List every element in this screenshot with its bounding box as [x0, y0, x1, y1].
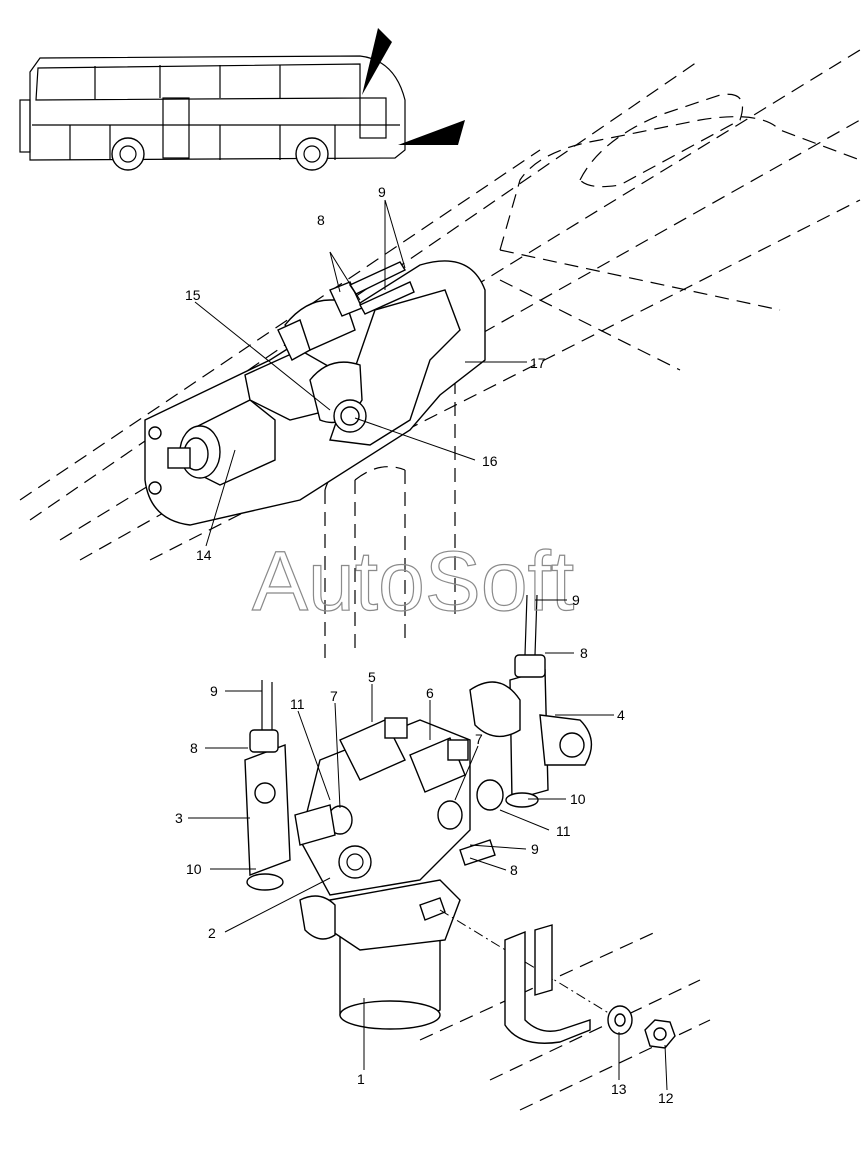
bus-body: [29, 55, 406, 161]
bus-rear-wheel: [111, 137, 145, 171]
callout-10: 10: [570, 791, 586, 807]
callout-7: 7: [475, 731, 483, 747]
watermark-text: AutoSoft: [252, 534, 574, 628]
leader-lines: [188, 199, 668, 1091]
connector-plug: [167, 447, 191, 469]
pipe-upper-2: [359, 281, 415, 315]
solenoid-6: [409, 737, 469, 793]
bracket-bolt-icon-2: [148, 481, 162, 495]
callout-1: 1: [357, 1071, 365, 1087]
lower-valve-assembly: [244, 594, 676, 1049]
callout-17: 17: [530, 355, 546, 371]
callout-9: 9: [572, 592, 580, 608]
bus-front-wheel: [295, 137, 329, 171]
callout-3: 3: [175, 810, 183, 826]
fittings-row: [294, 779, 504, 879]
callout-2: 2: [208, 925, 216, 941]
callout-labels: 1 2 3 4 5 6 7 7 8 8 8 8 9 9 9 9 10 10 11…: [175, 184, 674, 1106]
callout-9: 9: [378, 184, 386, 200]
callout-11: 11: [556, 823, 571, 839]
valve-body-left: [244, 680, 291, 891]
bus-locator-illustration: [19, 28, 465, 171]
upper-valve-assembly: [144, 260, 486, 526]
callout-8: 8: [510, 862, 518, 878]
callout-6: 6: [426, 685, 434, 701]
callout-15: 15: [185, 287, 201, 303]
side-port: [299, 895, 336, 940]
callout-7: 7: [330, 688, 338, 704]
callout-16: 16: [482, 453, 498, 469]
callout-5: 5: [368, 669, 376, 685]
callout-13: 13: [611, 1081, 627, 1097]
valve-body-right: [469, 594, 593, 808]
bus-window-band: [35, 63, 361, 101]
locator-arrow-icon: [362, 28, 392, 95]
bus-door: [162, 97, 190, 159]
callout-14: 14: [196, 547, 212, 563]
callout-8: 8: [580, 645, 588, 661]
locator-arrow-icon-2: [398, 120, 465, 145]
nut-12: [644, 1019, 676, 1049]
callout-11: 11: [290, 696, 305, 712]
bus-front-door: [359, 97, 387, 139]
callout-9: 9: [531, 841, 539, 857]
bracket-bolt-icon: [148, 426, 162, 440]
washer-13: [607, 1005, 633, 1035]
callout-4: 4: [617, 707, 625, 723]
callout-12: 12: [658, 1090, 674, 1106]
callout-10: 10: [186, 861, 202, 877]
callout-8: 8: [190, 740, 198, 756]
callout-9: 9: [210, 683, 218, 699]
solenoid-5: [339, 717, 408, 781]
mount-bolt: [419, 897, 446, 921]
solenoid-body: [167, 399, 276, 486]
callout-8: 8: [317, 212, 325, 228]
mounting-bracket-lower: [504, 924, 591, 1044]
